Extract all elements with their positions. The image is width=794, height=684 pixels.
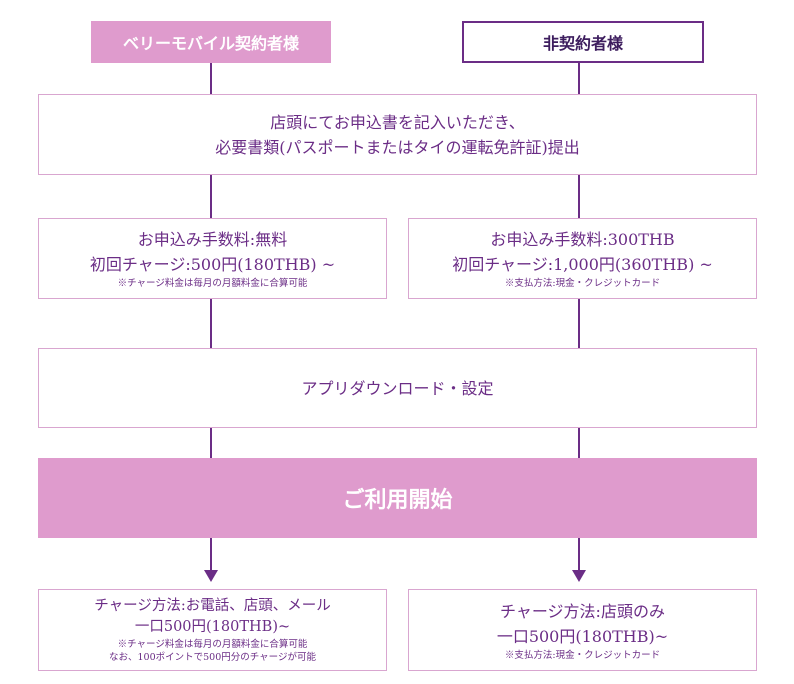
charge-right-note: ※支払方法:現金・クレジットカード (504, 649, 661, 661)
charge-right-line2: 一口500円(180THB)~ (496, 626, 669, 646)
step-application: 店頭にてお申込書を記入いただき、 必要書類(パスポートまたはタイの運転免許証)提… (38, 94, 757, 175)
fee-left-note: ※チャージ料金は毎月の月額料金に合算可能 (117, 278, 308, 289)
step-setup: アプリダウンロード・設定 (38, 348, 757, 428)
charge-method-right: チャージ方法:店頭のみ 一口500円(180THB)~ ※支払方法:現金・クレジ… (408, 589, 757, 671)
connector-right-1 (578, 63, 580, 94)
header-non-contract-label: 非契約者様 (542, 34, 623, 53)
connector-right-2 (578, 175, 580, 218)
step-application-line1: 店頭にてお申込書を記入いただき、 (270, 112, 525, 132)
charge-left-note2: なお、100ポイントで500円分のチャージが可能 (109, 652, 316, 663)
connector-left-5 (210, 538, 212, 570)
header-contract-holder-label: ベリーモバイル契約者様 (122, 34, 299, 53)
header-contract-holder: ベリーモバイル契約者様 (91, 21, 331, 63)
connector-right-5 (578, 538, 580, 570)
header-non-contract: 非契約者様 (462, 21, 704, 63)
connector-left-2 (210, 175, 212, 218)
arrow-down-left (204, 570, 218, 582)
fee-left-line1: お申込み手数料:無料 (137, 230, 288, 249)
charge-left-line1: チャージ方法:お電話、店頭、メール (94, 598, 331, 614)
fee-left-line2: 初回チャージ:500円(180THB) ~ (89, 255, 336, 274)
step-fee-right: お申込み手数料:300THB 初回チャージ:1,000円(360THB) ~ ※… (408, 218, 757, 299)
fee-right-line2: 初回チャージ:1,000円(360THB) ~ (452, 255, 713, 274)
charge-method-left: チャージ方法:お電話、店頭、メール 一口500円(180THB)~ ※チャージ料… (38, 589, 387, 671)
fee-right-line1: お申込み手数料:300THB (490, 230, 675, 249)
step-setup-label: アプリダウンロード・設定 (301, 378, 494, 398)
connector-right-4 (578, 428, 580, 458)
charge-left-note1: ※チャージ料金は毎月の月額料金に合算可能 (117, 639, 308, 650)
connector-right-3 (578, 299, 580, 348)
step-fee-left: お申込み手数料:無料 初回チャージ:500円(180THB) ~ ※チャージ料金… (38, 218, 387, 299)
step-application-line2: 必要書類(パスポートまたはタイの運転免許証)提出 (215, 137, 580, 157)
connector-left-3 (210, 299, 212, 348)
step-start: ご利用開始 (38, 458, 757, 538)
charge-left-line2: 一口500円(180THB)~ (134, 619, 291, 635)
step-start-label: ご利用開始 (342, 487, 453, 513)
connector-left-1 (210, 63, 212, 94)
arrow-down-right (572, 570, 586, 582)
fee-right-note: ※支払方法:現金・クレジットカード (504, 278, 661, 289)
charge-right-line1: チャージ方法:店頭のみ (500, 601, 665, 621)
connector-left-4 (210, 428, 212, 458)
